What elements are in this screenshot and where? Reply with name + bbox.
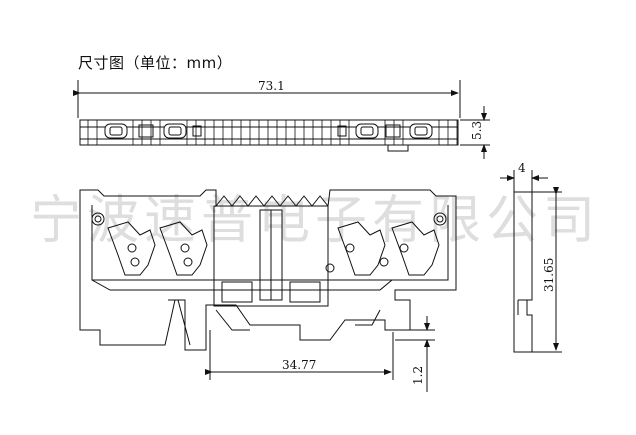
dim-height-side: 31.65 xyxy=(542,258,556,292)
dim-overall-length: 73.1 xyxy=(258,79,285,93)
dim-rail-spacing: 34.77 xyxy=(282,358,316,372)
front-view: 34.77 1.2 xyxy=(79,189,457,392)
dim-width-side: 4 xyxy=(518,161,526,175)
side-view: 4 31.65 xyxy=(500,161,562,353)
dim-offset: 1.2 xyxy=(411,366,425,385)
drawing-title: 尺寸图（单位：mm） xyxy=(78,54,233,72)
top-view: 73.1 5.3 xyxy=(73,79,490,159)
top-view-ribs xyxy=(87,120,458,145)
dim-height-top: 5.3 xyxy=(470,121,484,140)
